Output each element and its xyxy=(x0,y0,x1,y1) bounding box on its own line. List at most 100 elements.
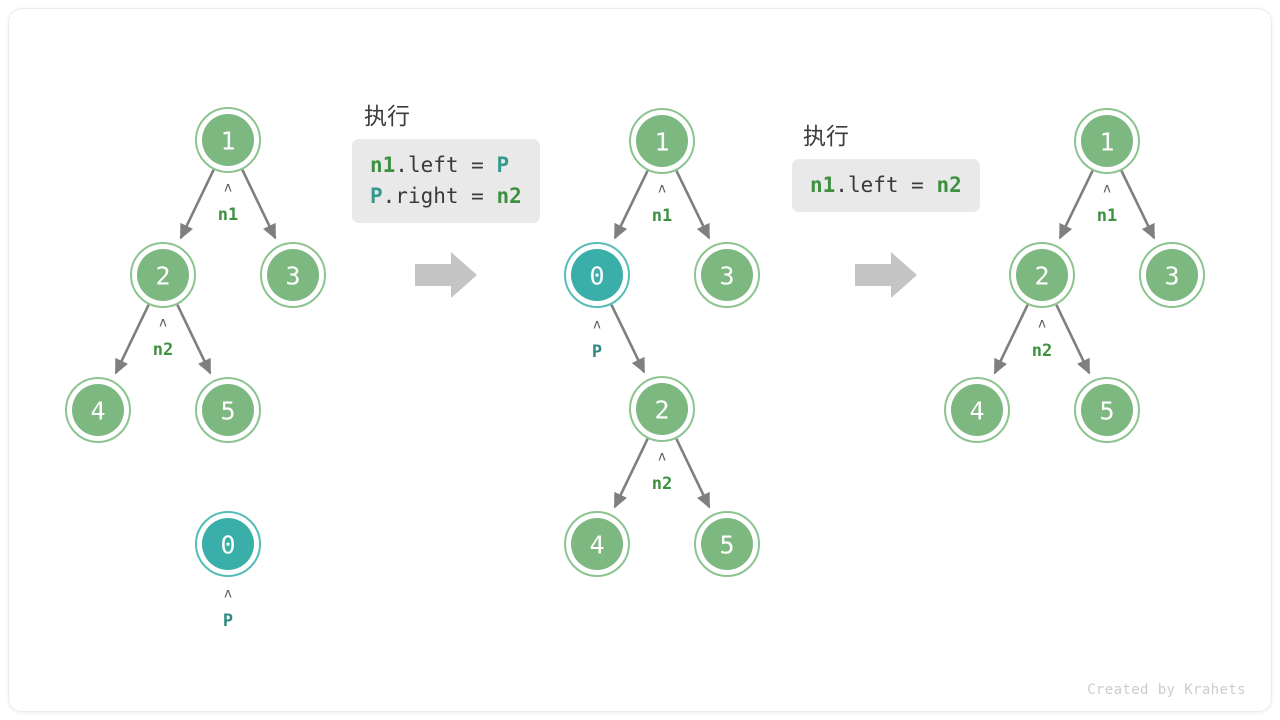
tree-node-4[interactable]: 4 xyxy=(65,377,131,443)
tree-edge xyxy=(1055,304,1091,375)
tree-node-1[interactable]: 1 xyxy=(1074,108,1140,174)
node-value: 4 xyxy=(90,397,105,426)
node-value: 5 xyxy=(1099,397,1114,426)
pointer-n2: n2 xyxy=(1032,341,1052,361)
node-body xyxy=(636,383,688,435)
code-line: n1.left = P xyxy=(370,150,522,181)
pointer-caret-icon: ʌ xyxy=(658,450,666,465)
tree-node-4[interactable]: 4 xyxy=(944,377,1010,443)
tree-edge xyxy=(1058,170,1094,240)
node-outer-ring xyxy=(260,242,326,308)
node-value: 0 xyxy=(589,262,604,291)
code-token: .right = xyxy=(382,184,497,209)
node-value: 1 xyxy=(1099,128,1114,157)
pointer-n1: n1 xyxy=(1097,206,1117,226)
transition-arrow-1 xyxy=(415,252,477,298)
tree-node-1[interactable]: 1 xyxy=(195,107,261,173)
node-body xyxy=(202,518,254,570)
node-body xyxy=(137,249,189,301)
pointer-caret-icon: ʌ xyxy=(593,318,601,333)
tree-node-3[interactable]: 3 xyxy=(260,242,326,308)
tree-node-4[interactable]: 4 xyxy=(564,511,630,577)
transitions-layer xyxy=(415,252,917,298)
node-body xyxy=(1146,249,1198,301)
node-body xyxy=(1016,249,1068,301)
step-heading: 执行 xyxy=(803,123,849,149)
node-body xyxy=(72,384,124,436)
node-body xyxy=(636,115,688,167)
credit-label: Created by Krahets xyxy=(1087,682,1246,698)
tree-node-5[interactable]: 5 xyxy=(1074,377,1140,443)
pointer-caret-icon: ʌ xyxy=(658,182,666,197)
code-token: n2 xyxy=(496,184,522,209)
tree-edge xyxy=(675,438,711,509)
node-body xyxy=(701,518,753,570)
node-body xyxy=(1081,384,1133,436)
code-token: n1 xyxy=(810,173,836,197)
pointer-caret-icon: ʌ xyxy=(224,587,232,602)
code-line: n1.left = n2 xyxy=(810,170,962,201)
tree-node-2[interactable]: 2 xyxy=(629,376,695,442)
node-body xyxy=(202,384,254,436)
code-token: .left = xyxy=(835,173,937,197)
node-outer-ring xyxy=(1009,242,1075,308)
pointer-caret-icon: ʌ xyxy=(224,181,232,196)
node-value: 3 xyxy=(719,262,734,291)
tree-edge xyxy=(613,170,649,240)
node-value: 1 xyxy=(220,127,235,156)
tree-node-3[interactable]: 3 xyxy=(694,242,760,308)
pointer-caret-icon: ʌ xyxy=(1103,182,1111,197)
node-outer-ring xyxy=(564,511,630,577)
code-line: P.right = n2 xyxy=(370,181,522,212)
node-body xyxy=(202,114,254,166)
node-outer-ring xyxy=(694,242,760,308)
tree-edge xyxy=(675,170,711,240)
pointer-caret-icon: ʌ xyxy=(1038,317,1046,332)
edges-layer xyxy=(114,169,1156,509)
node-outer-ring xyxy=(564,242,630,308)
code-token: .left = xyxy=(395,153,497,177)
node-outer-ring xyxy=(195,107,261,173)
node-outer-ring xyxy=(629,108,695,174)
node-outer-ring xyxy=(1074,108,1140,174)
node-value: 0 xyxy=(220,531,235,560)
code-token: n1 xyxy=(370,153,396,177)
node-value: 3 xyxy=(285,262,300,291)
node-outer-ring xyxy=(130,242,196,308)
tree-node-5[interactable]: 5 xyxy=(195,377,261,443)
pointer-n2: n2 xyxy=(153,340,173,360)
node-outer-ring xyxy=(1139,242,1205,308)
transition-arrow-2 xyxy=(855,252,917,298)
tree-edge xyxy=(241,169,277,240)
step-heading: 执行 xyxy=(364,103,410,129)
node-value: 4 xyxy=(589,531,604,560)
node-body xyxy=(701,249,753,301)
node-outer-ring xyxy=(195,511,261,577)
tree-node-0[interactable]: 0 xyxy=(564,242,630,308)
tree-node-2[interactable]: 2 xyxy=(130,242,196,308)
tree-node-3[interactable]: 3 xyxy=(1139,242,1205,308)
tree-edge xyxy=(176,304,212,375)
node-value: 5 xyxy=(719,531,734,560)
tree-node-1[interactable]: 1 xyxy=(629,108,695,174)
node-body xyxy=(267,249,319,301)
tree-edge xyxy=(114,304,150,375)
tree-edge xyxy=(610,304,646,374)
tree-node-2[interactable]: 2 xyxy=(1009,242,1075,308)
tree-node-5[interactable]: 5 xyxy=(694,511,760,577)
tree-node-0[interactable]: 0 xyxy=(195,511,261,577)
node-value: 1 xyxy=(654,128,669,157)
node-body xyxy=(571,249,623,301)
pointer-n1: n1 xyxy=(652,206,672,226)
node-value: 2 xyxy=(155,262,170,291)
node-outer-ring xyxy=(694,511,760,577)
code-token: P xyxy=(370,184,383,209)
node-outer-ring xyxy=(1074,377,1140,443)
code-snippet: n1.left = n2 xyxy=(792,159,980,213)
node-body xyxy=(951,384,1003,436)
node-outer-ring xyxy=(944,377,1010,443)
